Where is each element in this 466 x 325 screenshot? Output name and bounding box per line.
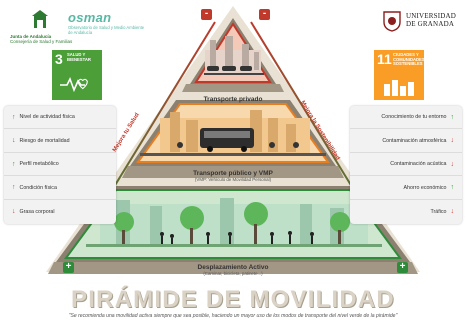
arrow-up-icon: ↑ [12, 184, 16, 192]
minus-sign-right: - [259, 9, 270, 20]
arrow-down-icon: ↓ [450, 208, 455, 216]
page-title: PIRÁMIDE DE MOVILIDAD [71, 286, 395, 313]
level-middle-sub: (VMP: Vehículo de Movilidad Personal) [194, 177, 272, 182]
level-bottom-active-transport [48, 186, 418, 274]
ugr-name: UNIVERSIDAD DE GRANADA [406, 12, 457, 28]
health-item: ↓ Grasa corporal [4, 200, 116, 223]
level-top-private-transport [182, 18, 284, 92]
sustainability-item-label: Tráfico [430, 208, 447, 215]
junta-andalucia-logo: Junta de Andalucía Consejería de Salud y… [8, 8, 72, 50]
osman-subtitle: Observatorio de Salud y Medio Ambiente d… [68, 25, 145, 35]
footnote: "Se recomienda una movilidad activa siem… [68, 313, 398, 319]
sdg11-number: 11 [377, 51, 392, 67]
arrow-down-icon: ↓ [450, 160, 455, 168]
arrow-down-icon: ↓ [12, 208, 16, 216]
level-bottom-label: Desplazamiento Activo [197, 264, 269, 271]
level-bottom-caption: Desplazamiento Activo (Caminar, biciclet… [0, 264, 466, 276]
ugr-shield-icon [383, 11, 401, 32]
sdg3-number: 3 [55, 51, 63, 67]
plus-sign-left: + [63, 262, 74, 273]
sustainability-item: Conocimiento de tu entorno ↑ [350, 106, 462, 129]
level-top-caption: Transporte privado [0, 88, 466, 106]
sdg11-title: CIUDADES Y COMUNIDADES SOSTENIBLES [393, 52, 425, 67]
city-buildings-icon [384, 80, 414, 96]
health-item: ↑ Perfil metabólico [4, 153, 116, 177]
sdg11-badge: 11 CIUDADES Y COMUNIDADES SOSTENIBLES [374, 50, 425, 100]
plus-sign-right: + [397, 262, 408, 273]
level-bottom-sub: (Caminar, bicicleta, patinete...) [203, 271, 263, 276]
health-item: ↓ Riesgo de mortalidad [4, 130, 116, 153]
level-middle-label: Transporte público y VMP [193, 170, 273, 177]
health-item: ↑ Nivel de actividad física [4, 106, 116, 129]
health-item: ↑ Condición física [4, 177, 116, 200]
level-middle-caption: Transporte público y VMP (VMP: Vehículo … [0, 170, 466, 182]
arrow-up-icon: ↑ [450, 184, 455, 192]
sustainability-item: Contaminación atmosférica ↓ [350, 130, 462, 153]
sustainability-item-label: Contaminación atmosférica [382, 137, 447, 144]
ugr-logo: UNIVERSIDAD DE GRANADA [382, 10, 462, 36]
minus-sign-left: - [201, 9, 212, 20]
osman-logo: osman Observatorio de Salud y Medio Ambi… [68, 10, 148, 40]
health-item-label: Riesgo de mortalidad [19, 137, 70, 144]
arrow-down-icon: ↓ [12, 137, 16, 145]
junta-emblem-icon [32, 10, 48, 28]
junta-name: Junta de Andalucía [10, 34, 52, 39]
health-item-label: Grasa corporal [19, 208, 55, 215]
arrow-up-icon: ↑ [12, 160, 16, 168]
level-middle-public-transport [122, 100, 344, 178]
arrow-up-icon: ↑ [12, 113, 16, 121]
health-benefits-panel: ↑ Nivel de actividad física ↓ Riesgo de … [4, 106, 116, 224]
sustainability-item: Ahorro económico ↑ [350, 177, 462, 200]
sdg3-title: SALUD Y BIENESTAR [67, 52, 91, 62]
sustainability-item: Contaminación acústica ↓ [350, 153, 462, 177]
health-item-label: Perfil metabólico [19, 161, 59, 168]
sdg3-badge: 3 SALUD Y BIENESTAR [52, 50, 102, 100]
sustainability-benefits-panel: Conocimiento de tu entorno ↑ Contaminaci… [350, 106, 462, 224]
level-top-label: Transporte privado [203, 96, 263, 103]
sustainability-item-label: Ahorro económico [403, 184, 447, 191]
heartbeat-icon [60, 76, 88, 92]
arrow-down-icon: ↓ [450, 137, 455, 145]
sustainability-item-label: Conocimiento de tu entorno [381, 114, 447, 120]
health-item-label: Condición física [19, 184, 57, 191]
junta-sub: Consejería de Salud y Familias [10, 39, 73, 45]
health-item-label: Nivel de actividad física [19, 114, 75, 120]
sustainability-item: Tráfico ↓ [350, 200, 462, 223]
osman-title: osman [68, 10, 112, 25]
sustainability-item-label: Contaminación acústica [390, 161, 447, 168]
arrow-up-icon: ↑ [450, 113, 455, 121]
